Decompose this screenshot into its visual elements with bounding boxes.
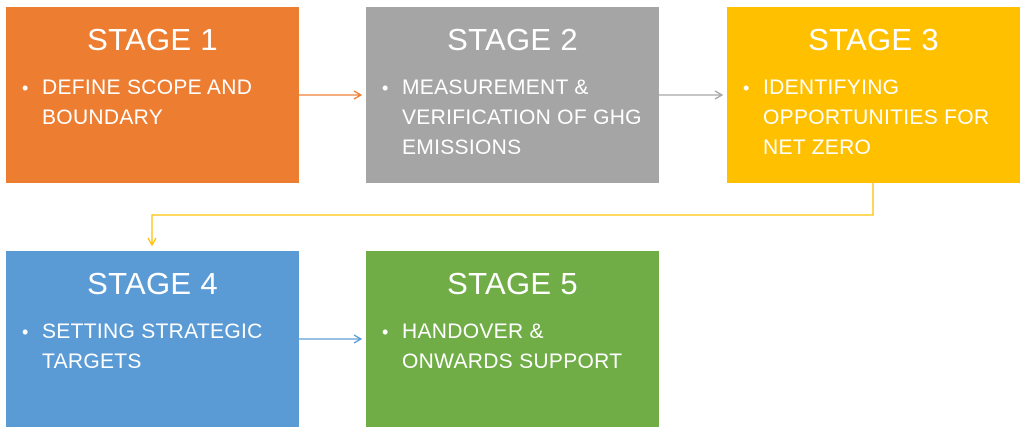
stage-1-point: • DEFINE SCOPE AND BOUNDARY [22, 73, 283, 133]
stage-2-box: STAGE 2 • MEASUREMENT & VERIFICATION OF … [366, 7, 659, 183]
stage-5-text: HANDOVER & ONWARDS SUPPORT [402, 320, 623, 373]
stage-5-title: STAGE 5 [447, 266, 578, 301]
stage-3-text: IDENTIFYING OPPORTUNITIES FOR NET ZERO [763, 76, 990, 159]
stage-4-box: STAGE 4 • SETTING STRATEGIC TARGETS [6, 251, 299, 427]
bullet-icon: • [22, 78, 29, 98]
arrow-stage1-to-stage2 [299, 90, 363, 100]
stage-1-title: STAGE 1 [87, 22, 218, 57]
bullet-icon: • [22, 322, 29, 342]
stage-4-title: STAGE 4 [87, 266, 218, 301]
stage-1-box: STAGE 1 • DEFINE SCOPE AND BOUNDARY [6, 7, 299, 183]
arrow-stage2-to-stage3 [659, 90, 724, 100]
stage-3-box: STAGE 3 • IDENTIFYING OPPORTUNITIES FOR … [727, 7, 1020, 183]
bullet-icon: • [382, 322, 389, 342]
stage-2-title: STAGE 2 [447, 22, 578, 57]
bullet-icon: • [382, 78, 389, 98]
arrow-stage3-to-stage4 [147, 183, 874, 247]
stage-3-point: • IDENTIFYING OPPORTUNITIES FOR NET ZERO [743, 73, 1004, 163]
bullet-icon: • [743, 78, 750, 98]
stage-2-point: • MEASUREMENT & VERIFICATION OF GHG EMIS… [382, 73, 643, 163]
stage-4-point: • SETTING STRATEGIC TARGETS [22, 317, 283, 377]
stage-1-text: DEFINE SCOPE AND BOUNDARY [42, 76, 253, 129]
stage-5-point: • HANDOVER & ONWARDS SUPPORT [382, 317, 643, 377]
stage-3-title: STAGE 3 [808, 22, 939, 57]
stage-5-box: STAGE 5 • HANDOVER & ONWARDS SUPPORT [366, 251, 659, 427]
arrow-stage4-to-stage5 [299, 334, 363, 344]
stage-4-text: SETTING STRATEGIC TARGETS [42, 320, 263, 373]
stage-2-text: MEASUREMENT & VERIFICATION OF GHG EMISSI… [402, 76, 642, 159]
